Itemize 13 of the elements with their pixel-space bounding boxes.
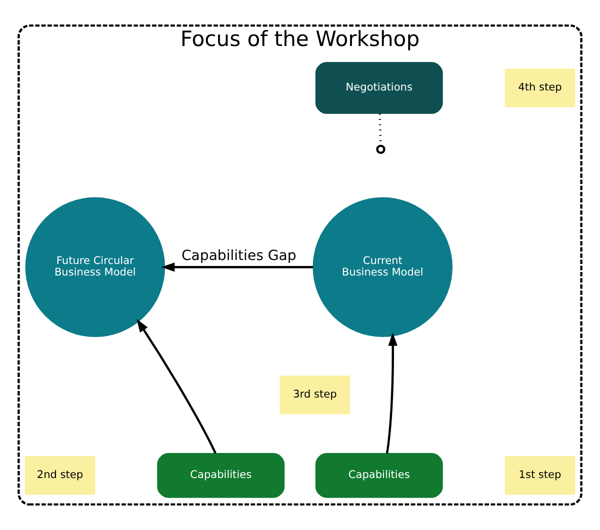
node-box: Capabilities [315,453,443,498]
arrow [386,332,398,454]
node-box: Capabilities [157,453,285,498]
node-circle: Future Circular Business Model [25,197,166,337]
node-circle: Current Business Model [312,197,453,337]
node-box: 3rd step [280,376,350,414]
node-box: 4th step [504,68,576,108]
node-box: 1st step [504,456,576,495]
node-box: 2nd step [24,456,96,495]
arrow [161,262,313,272]
node-box: Negotiations [315,62,443,114]
arrow [136,318,216,454]
edge-label: Capabilities Gap [181,248,296,264]
